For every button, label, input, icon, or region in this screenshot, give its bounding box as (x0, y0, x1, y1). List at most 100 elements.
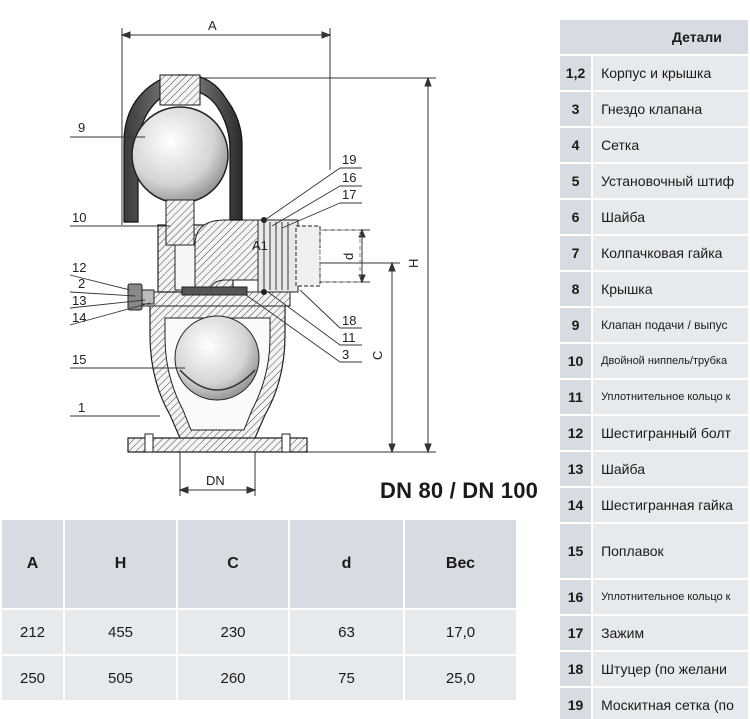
valve-drawing: A H C d DN (69, 18, 436, 496)
part-number: 3 (560, 92, 592, 126)
dim-label-h: H (406, 259, 421, 268)
part-name: Шестигранный болт (593, 416, 748, 450)
part-number: 16 (560, 580, 592, 614)
callout-12: 12 (72, 260, 86, 275)
table-cell: 455 (65, 610, 176, 654)
table-cell: 75 (290, 656, 403, 700)
dimensions-table: A H C d Вес 212 455 230 63 17,0 250 505 … (0, 518, 518, 702)
dim-label-d: d (341, 253, 356, 260)
part-number: 8 (560, 272, 592, 306)
part-number: 13 (560, 452, 592, 486)
float-ball (174, 315, 260, 401)
table-cell: 63 (290, 610, 403, 654)
callout-13: 13 (72, 293, 86, 308)
part-number: 10 (560, 344, 592, 378)
dim-label-c: C (370, 351, 385, 360)
table-cell: 212 (2, 610, 63, 654)
callout-2: 2 (78, 276, 85, 291)
header-cell: H (65, 520, 176, 608)
outlet-nipple (257, 219, 299, 293)
part-number: 15 (560, 524, 592, 578)
part-number: 4 (560, 128, 592, 162)
parts-header-row: Детали (560, 20, 748, 54)
callout-15: 15 (72, 352, 86, 367)
part-number: 1,2 (560, 56, 592, 90)
table-cell: 250 (2, 656, 63, 700)
part-name: Двойной ниппель/трубка (593, 344, 748, 378)
model-title: DN 80 / DN 100 (380, 478, 539, 503)
header-cell: d (290, 520, 403, 608)
table-row: 250 505 260 75 25,0 (2, 656, 516, 700)
part-number: 18 (560, 652, 592, 686)
part-number: 17 (560, 616, 592, 650)
table-cell: 17,0 (405, 610, 516, 654)
dimensions-header-row: A H C d Вес (2, 520, 516, 608)
part-name: Крышка (593, 272, 748, 306)
dimension-h (178, 76, 436, 454)
dim-label-a: A (208, 18, 217, 33)
part-number: 11 (560, 380, 592, 414)
part-name: Уплотнительное кольцо к (593, 580, 748, 614)
callout-11: 11 (342, 330, 356, 345)
header-cell: Вес (405, 520, 516, 608)
header-cell: A (2, 520, 63, 608)
parts-header: Детали (560, 20, 748, 54)
part-number: 14 (560, 488, 592, 522)
header-cell: C (178, 520, 288, 608)
part-name: Зажим (593, 616, 748, 650)
callout-9: 9 (78, 120, 85, 135)
part-name: Сетка (593, 128, 748, 162)
part-name: Поплавок (593, 524, 748, 578)
outlet-elbow (194, 219, 261, 289)
table-cell: 505 (65, 656, 176, 700)
part-name: Установочный штиф (593, 164, 748, 198)
table-cell: 25,0 (405, 656, 516, 700)
part-name: Колпачковая гайка (593, 236, 748, 270)
callout-1: 1 (78, 400, 85, 415)
table-cell: 260 (178, 656, 288, 700)
part-number: 5 (560, 164, 592, 198)
part-name: Москитная сетка (по (593, 688, 748, 719)
part-number: 6 (560, 200, 592, 234)
part-number: 12 (560, 416, 592, 450)
part-name: Штуцер (по желани (593, 652, 748, 686)
part-name: Гнездо клапана (593, 92, 748, 126)
part-name: Шайба (593, 200, 748, 234)
upper-cap (123, 74, 243, 223)
dimension-a (120, 28, 332, 225)
dim-label-dn: DN (206, 473, 225, 488)
part-name: Шайба (593, 452, 748, 486)
callout-14: 14 (72, 310, 86, 325)
callout-16: 16 (342, 170, 356, 185)
leader-lines-right (245, 167, 362, 363)
dimension-c (300, 261, 400, 454)
part-number: 7 (560, 236, 592, 270)
part-name: Клапан подачи / выпус (593, 308, 748, 342)
label-a1: A1 (252, 238, 268, 253)
part-name: Шестигранная гайка (593, 488, 748, 522)
part-name: Уплотнительное кольцо к (593, 380, 748, 414)
callout-3: 3 (342, 347, 349, 362)
callout-17: 17 (342, 187, 356, 202)
table-row: 212 455 230 63 17,0 (2, 610, 516, 654)
part-number: 9 (560, 308, 592, 342)
table-cell: 230 (178, 610, 288, 654)
